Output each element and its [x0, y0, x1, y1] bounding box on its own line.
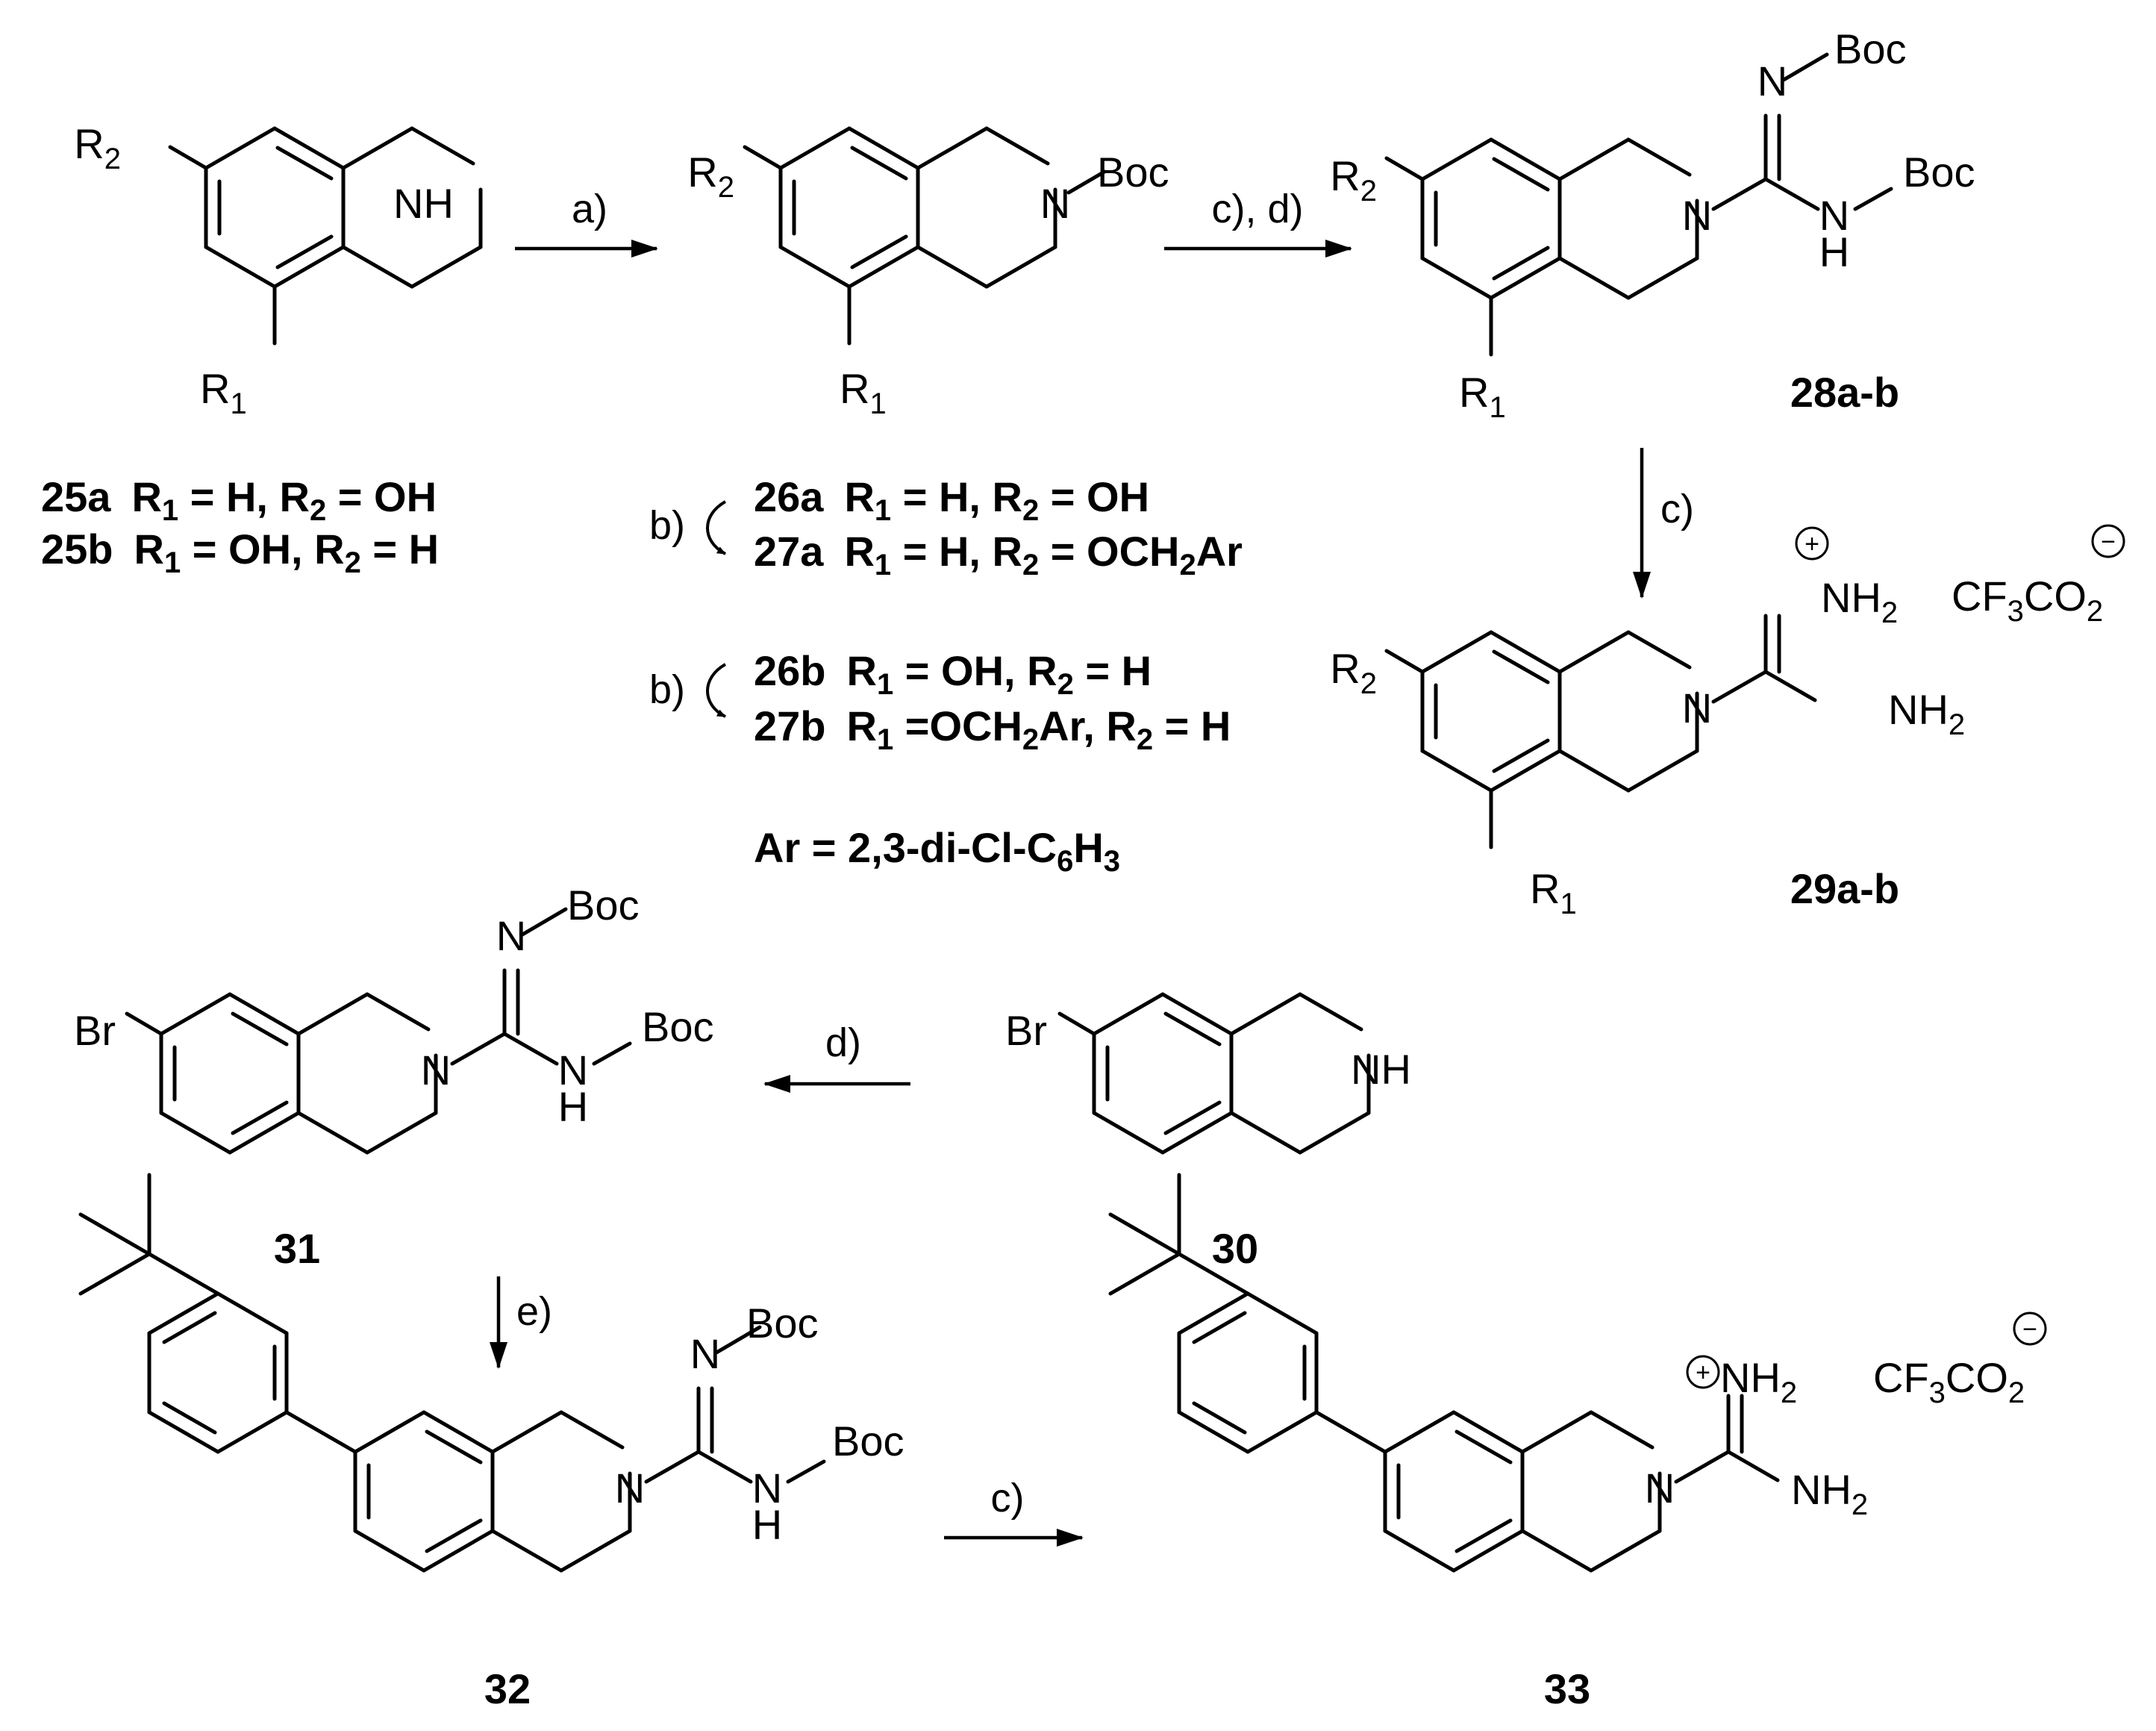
- reagent-a: a): [572, 187, 607, 231]
- svg-text:Boc: Boc: [746, 1300, 819, 1347]
- svg-text:Boc: Boc: [1903, 149, 1975, 196]
- svg-text:N: N: [1757, 57, 1787, 105]
- svg-text:N: N: [558, 1047, 588, 1094]
- svg-text:N: N: [1682, 684, 1712, 732]
- svg-text:Br: Br: [74, 1007, 116, 1054]
- compound-30-label: 30: [1212, 1225, 1258, 1272]
- compound-31-label: 31: [274, 1225, 320, 1272]
- svg-text:R1: R1: [200, 365, 247, 420]
- svg-text:−: −: [2101, 528, 2116, 556]
- svg-text:+: +: [1696, 1359, 1710, 1387]
- compound-26-27-structure: R2 N Boc R1: [687, 128, 1169, 420]
- arrow-b-1: [706, 500, 727, 555]
- counterion-tfa: CF3CO2: [1952, 573, 2103, 628]
- svg-text:N: N: [1040, 180, 1070, 227]
- svg-text:R2: R2: [1330, 152, 1377, 208]
- compound-33-structure: N NH2 + NH2 CF3CO2 − 33: [1110, 1175, 2047, 1712]
- svg-text:H: H: [752, 1501, 782, 1548]
- compound-29-structure: R2 N NH2 + NH2 CF3CO2 − R1 29a-b: [1330, 524, 2125, 920]
- compound-32-structure: N N Boc N H Boc 32: [81, 1175, 904, 1712]
- svg-text:R2: R2: [1330, 645, 1377, 700]
- svg-text:N: N: [496, 912, 526, 959]
- svg-text:Boc: Boc: [1834, 25, 1907, 72]
- svg-text:Boc: Boc: [832, 1417, 904, 1465]
- arrow-b-2: [706, 663, 727, 718]
- svg-text:R2: R2: [74, 120, 121, 175]
- svg-text:N: N: [421, 1047, 451, 1094]
- svg-text:H: H: [558, 1083, 588, 1130]
- definition-ar: Ar = 2,3-di-Cl-C6H3: [754, 824, 1120, 878]
- svg-text:NH2: NH2: [1791, 1466, 1868, 1521]
- compound-32-label: 32: [484, 1665, 531, 1712]
- svg-text:Boc: Boc: [642, 1003, 714, 1050]
- svg-text:N: N: [690, 1330, 720, 1377]
- reagent-b-1: b): [649, 503, 685, 548]
- counterion-tfa-33: CF3CO2: [1873, 1354, 2025, 1409]
- svg-text:Boc: Boc: [1097, 149, 1169, 196]
- svg-text:R1: R1: [1530, 865, 1577, 920]
- svg-text:N: N: [615, 1465, 645, 1512]
- svg-text:NH: NH: [1351, 1046, 1411, 1093]
- compound-25-structure: R2 NH R1: [74, 120, 481, 420]
- reaction-arrows: a) c), d) c) d) e) c) b) b): [490, 187, 1694, 1547]
- reagent-cd: c), d): [1211, 187, 1303, 231]
- compound-28-structure: R2 N N Boc N H Boc R1 28a-b: [1330, 25, 1975, 424]
- svg-text:N: N: [1645, 1465, 1675, 1512]
- svg-text:R1: R1: [1459, 369, 1506, 424]
- svg-text:Boc: Boc: [567, 882, 640, 929]
- svg-text:+: +: [1805, 530, 1819, 558]
- compound-29-label: 29a-b: [1790, 865, 1899, 912]
- svg-text:NH: NH: [393, 180, 454, 227]
- reagent-d: d): [825, 1020, 861, 1065]
- reagent-e: e): [516, 1289, 552, 1334]
- reagent-b-2: b): [649, 667, 685, 712]
- svg-text:NH2: NH2: [1720, 1354, 1797, 1409]
- reagent-c-down: c): [1660, 487, 1694, 531]
- compound-31-structure: Br N N Boc N H Boc 31: [74, 882, 714, 1272]
- svg-text:H: H: [1819, 228, 1849, 275]
- svg-text:N: N: [752, 1465, 782, 1512]
- svg-text:N: N: [1682, 192, 1712, 239]
- compound-28-label: 28a-b: [1790, 369, 1899, 416]
- svg-text:−: −: [2022, 1315, 2037, 1344]
- svg-text:R1: R1: [840, 365, 887, 420]
- svg-text:NH2: NH2: [1821, 574, 1898, 629]
- svg-text:R2: R2: [687, 149, 734, 204]
- reagent-c-final: c): [991, 1476, 1025, 1521]
- svg-text:Br: Br: [1005, 1007, 1047, 1054]
- compound-30-structure: Br NH 30: [1005, 994, 1411, 1272]
- compound-33-label: 33: [1544, 1665, 1590, 1712]
- svg-text:NH2: NH2: [1888, 686, 1965, 741]
- svg-text:N: N: [1819, 192, 1849, 239]
